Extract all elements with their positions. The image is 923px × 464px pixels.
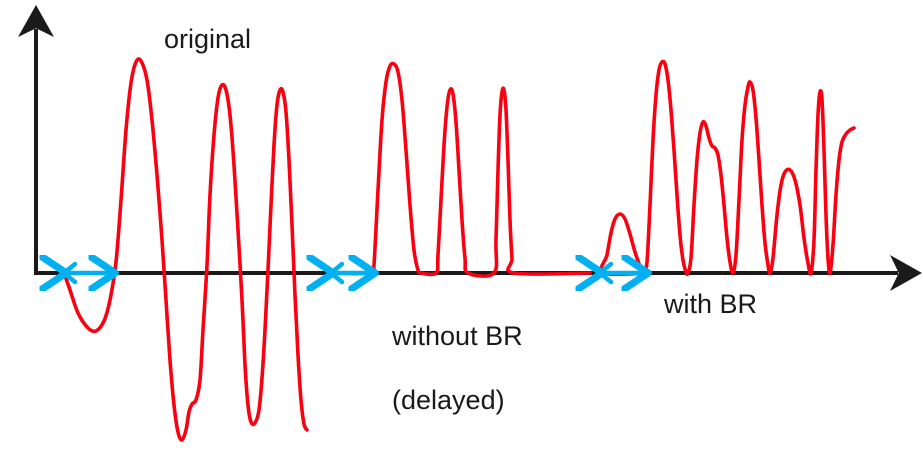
label-without-br-line2: (delayed): [392, 385, 505, 415]
interval-arrow-original-left-head: [61, 261, 78, 285]
label-original: original: [164, 24, 252, 54]
interval-markers: [64, 264, 646, 282]
waveform-original: [62, 57, 309, 442]
signal-traces: [62, 57, 856, 442]
label-without-br: without BR (delayed): [362, 288, 523, 448]
label-with-br: with BR: [664, 289, 758, 319]
waveform-without-br: [329, 61, 592, 278]
axis-group: [18, 5, 922, 291]
interval-arrow-with-br-left-head: [597, 261, 614, 285]
interval-arrow-without-br-left-head: [328, 261, 345, 285]
label-without-br-line1: without BR: [392, 321, 523, 351]
waveform-with-br: [598, 59, 856, 277]
